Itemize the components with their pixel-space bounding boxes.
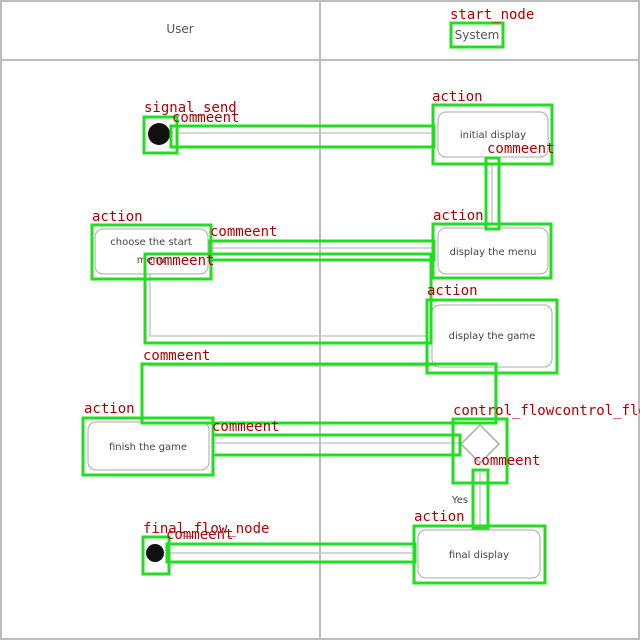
annotation-comment-4: commeent [147, 253, 214, 269]
annotation-action-4: action [427, 283, 478, 299]
annotation-signal-send: signal_send [144, 100, 237, 116]
annotation-action-3: action [433, 208, 484, 224]
annotation-comment-7: commeent [473, 453, 540, 469]
annotation-start-node: start_node [450, 7, 534, 23]
action-choose-start [94, 228, 209, 275]
annotation-labels: start_node signal_send commeent action c… [84, 7, 640, 543]
guard-yes-label: Yes [451, 495, 468, 506]
annotation-comment-6: commeent [212, 419, 279, 435]
action-display-menu-label: display the menu [450, 247, 537, 258]
annotation-comment-1: commeent [172, 110, 239, 126]
action-final-display-label: final display [449, 550, 509, 561]
annotation-control-flow: control_flowcontrol_flow [453, 403, 640, 419]
annotation-final-flow-node: final_flow_node [143, 521, 269, 537]
annotation-action-5: action [84, 401, 135, 417]
action-choose-start-label-cont: menu [137, 255, 166, 266]
annotation-comment-5: commeent [143, 348, 210, 364]
annotation-comment-3: commeent [210, 224, 277, 240]
annotation-boxes [81, 21, 559, 585]
annotation-action-2: action [92, 209, 143, 225]
lane-label-user: User [166, 22, 193, 36]
action-initial-display-label: initial display [460, 130, 526, 141]
lane-label-system: System [455, 28, 500, 42]
annotation-action-6: action [414, 509, 465, 525]
annotation-comment-8: commeent [166, 527, 233, 543]
annotation-action-1: action [432, 89, 483, 105]
action-display-game-label: display the game [449, 331, 536, 342]
final-flow-node [146, 544, 164, 562]
action-final-display [417, 529, 541, 579]
action-finish-game-label: finish the game [109, 442, 187, 453]
annotation-comment-2: commeent [487, 141, 554, 157]
initial-node [148, 123, 170, 145]
decision-node [459, 423, 501, 465]
action-choose-start-label: choose the start [110, 237, 192, 248]
